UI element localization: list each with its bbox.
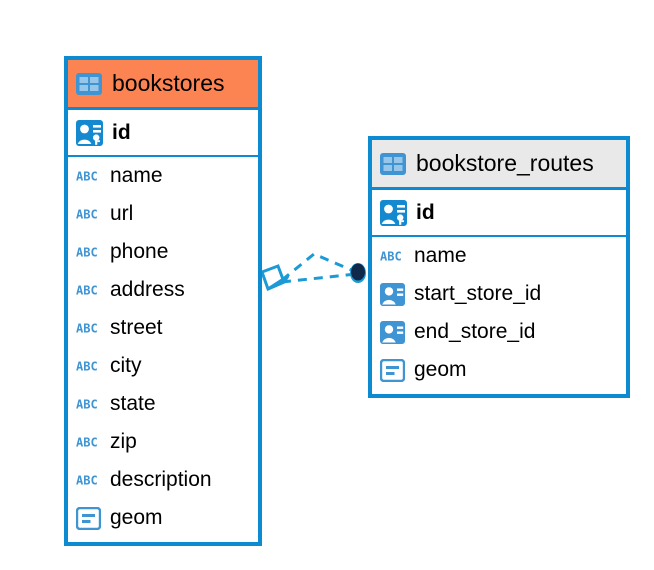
geometry-type-icon (379, 358, 406, 382)
field-list: ABC name start_store_id (372, 237, 626, 389)
field-row-id[interactable]: id (372, 190, 626, 235)
field-row-state[interactable]: ABC state (68, 385, 258, 423)
field-label: name (414, 244, 467, 267)
text-type-icon: ABC (76, 245, 101, 260)
geometry-type-icon (75, 506, 102, 530)
field-label: zip (110, 430, 137, 453)
diamond-marker (260, 264, 290, 292)
field-row-street[interactable]: ABC street (68, 309, 258, 347)
field-label: street (110, 316, 163, 339)
field-label: url (110, 202, 134, 225)
text-type-icon: ABC (380, 249, 405, 264)
svg-text:ABC: ABC (380, 250, 402, 264)
primary-key-section: id (372, 190, 626, 237)
foreign-key-icon (380, 320, 405, 344)
text-type-icon: ABC (76, 435, 101, 450)
text-type-icon: ABC (76, 207, 101, 222)
relationship-connector[interactable] (252, 240, 382, 320)
field-row-geom[interactable]: geom (372, 351, 626, 389)
field-row-id[interactable]: id (68, 110, 258, 155)
svg-text:ABC: ABC (76, 284, 98, 298)
field-row-start-store-id[interactable]: start_store_id (372, 275, 626, 313)
svg-text:ABC: ABC (76, 208, 98, 222)
field-label: city (110, 354, 142, 377)
field-label: description (110, 468, 212, 491)
relationship-line-lower (281, 272, 357, 284)
field-label: state (110, 392, 156, 415)
foreign-key-icon (380, 282, 405, 306)
field-label: geom (110, 506, 163, 529)
entity-title: bookstores (112, 70, 225, 96)
field-list: ABC name ABC url ABC p (68, 157, 258, 537)
entity-header-bookstores[interactable]: bookstores (68, 60, 258, 110)
field-label: id (112, 120, 131, 144)
field-row-name[interactable]: ABC name (68, 157, 258, 195)
text-type-icon: ABC (76, 473, 101, 488)
field-row-address[interactable]: ABC address (68, 271, 258, 309)
field-row-url[interactable]: ABC url (68, 195, 258, 233)
field-row-geom[interactable]: geom (68, 499, 258, 537)
field-row-phone[interactable]: ABC phone (68, 233, 258, 271)
field-label: name (110, 164, 163, 187)
table-icon (380, 152, 406, 175)
text-type-icon: ABC (76, 397, 101, 412)
primary-key-section: id (68, 110, 258, 157)
text-type-icon: ABC (76, 359, 101, 374)
svg-text:ABC: ABC (76, 170, 98, 184)
entity-title: bookstore_routes (416, 150, 594, 176)
field-row-name[interactable]: ABC name (372, 237, 626, 275)
field-row-city[interactable]: ABC city (68, 347, 258, 385)
primary-key-icon (76, 119, 103, 146)
field-label: address (110, 278, 185, 301)
field-label: geom (414, 358, 467, 381)
field-row-zip[interactable]: ABC zip (68, 423, 258, 461)
field-row-description[interactable]: ABC description (68, 461, 258, 499)
svg-text:ABC: ABC (76, 474, 98, 488)
svg-text:ABC: ABC (76, 436, 98, 450)
svg-text:ABC: ABC (76, 360, 98, 374)
entity-table-bookstore-routes[interactable]: bookstore_routes id (368, 136, 630, 398)
field-label: id (416, 200, 435, 224)
text-type-icon: ABC (76, 283, 101, 298)
entity-header-bookstore-routes[interactable]: bookstore_routes (372, 140, 626, 190)
svg-text:ABC: ABC (76, 398, 98, 412)
field-label: start_store_id (414, 282, 542, 305)
svg-text:ABC: ABC (76, 246, 98, 260)
text-type-icon: ABC (76, 169, 101, 184)
filled-circle-marker (350, 263, 366, 283)
field-label: end_store_id (414, 320, 536, 343)
text-type-icon: ABC (76, 321, 101, 336)
field-row-end-store-id[interactable]: end_store_id (372, 313, 626, 351)
field-label: phone (110, 240, 169, 263)
svg-text:ABC: ABC (76, 322, 98, 336)
table-icon (76, 72, 102, 95)
relationship-line-upper (281, 252, 357, 282)
primary-key-icon (380, 199, 407, 226)
entity-table-bookstores[interactable]: bookstores id (64, 56, 262, 546)
